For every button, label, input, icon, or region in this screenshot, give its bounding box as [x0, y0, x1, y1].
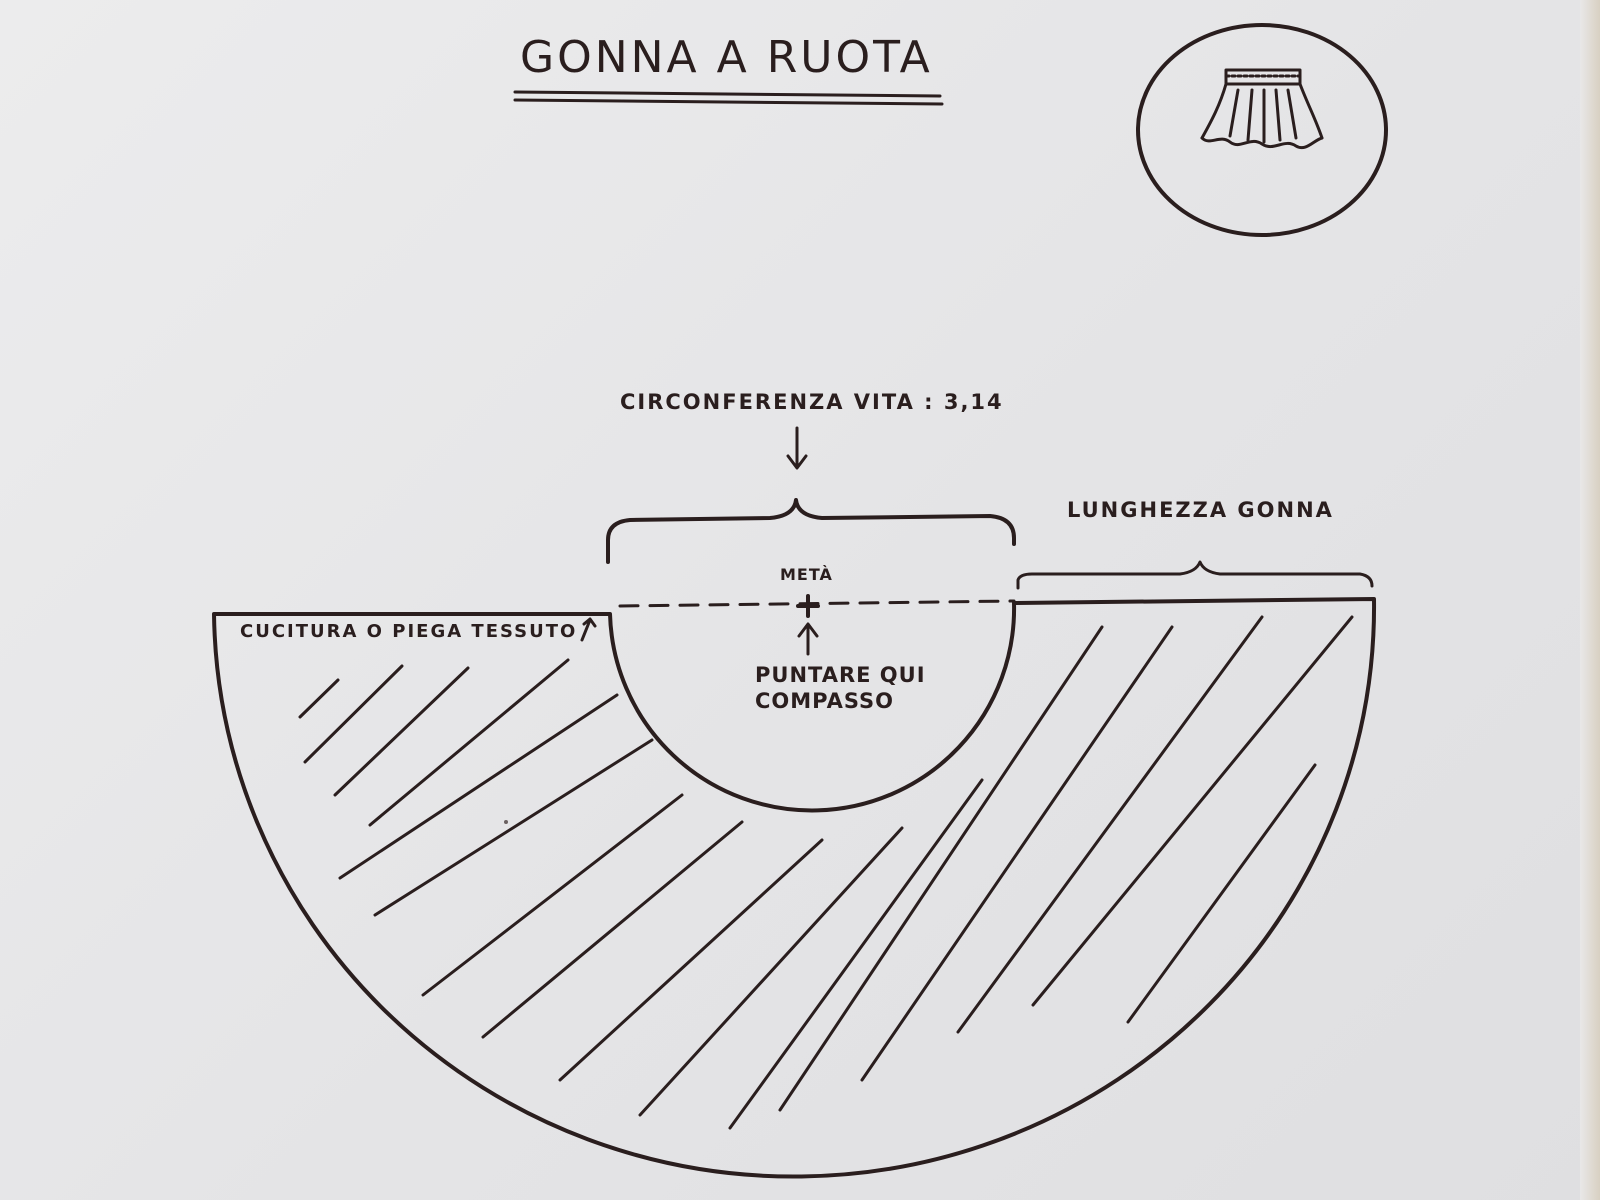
half-label: METÀ — [780, 565, 833, 584]
page-title: GONNA A RUOTA — [520, 32, 933, 83]
pin-compass-label-line1: PUNTARE QUI — [755, 663, 926, 687]
center-cross-icon — [796, 594, 820, 618]
dashed-diameter-line — [618, 599, 1016, 608]
page-edge-shadow — [1580, 0, 1600, 1200]
down-arrow-icon — [786, 454, 808, 470]
pin-compass-label-line2: COMPASSO — [755, 689, 894, 713]
title-underline-1 — [513, 90, 942, 98]
waist-circumference-label: CIRCONFERENZA VITA : 3,14 — [620, 390, 1004, 414]
up-arrow-icon — [797, 622, 819, 638]
skirt-length-label: LUNGHEZZA GONNA — [1067, 498, 1334, 522]
seam-up-arrow-icon — [580, 617, 597, 642]
pencil-dot — [504, 820, 508, 824]
fabric-hatching — [298, 615, 1354, 1130]
title-underline-2 — [513, 98, 944, 106]
waist-brace — [606, 498, 1016, 564]
skirt-thumbnail-icon — [1136, 23, 1388, 237]
length-brace — [1016, 560, 1374, 590]
skirt-pattern-outline — [212, 597, 1377, 1179]
seam-fold-label: CUCITURA O PIEGA TESSUTO — [240, 621, 577, 642]
